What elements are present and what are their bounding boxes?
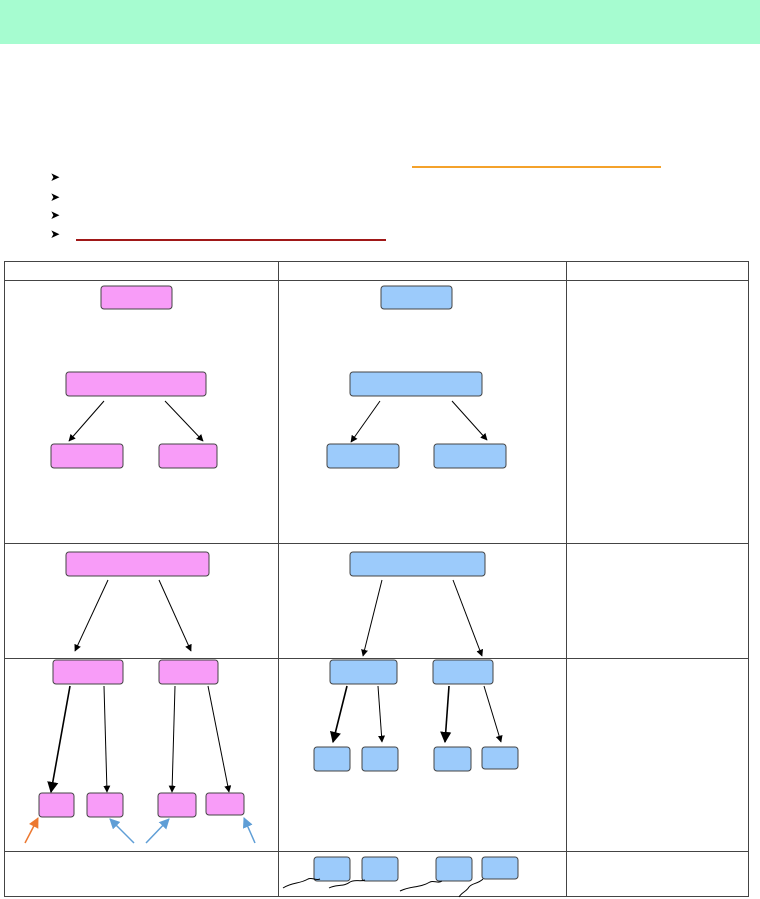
bullet-arrow-icon: ➤ bbox=[50, 190, 61, 204]
table-cell bbox=[278, 658, 567, 852]
table-cell bbox=[278, 280, 567, 544]
table-cell bbox=[278, 851, 567, 897]
bullet-arrow-icon: ➤ bbox=[50, 170, 61, 184]
table-row bbox=[4, 851, 749, 897]
table-header-row bbox=[4, 261, 749, 281]
red-highlight-underline bbox=[76, 239, 386, 241]
header-banner bbox=[0, 0, 760, 44]
table-cell bbox=[278, 543, 567, 659]
table-cell bbox=[566, 851, 749, 897]
header-cell-col1 bbox=[4, 261, 279, 281]
comparison-table bbox=[4, 261, 749, 897]
table-cell bbox=[4, 851, 279, 897]
table-row bbox=[4, 658, 749, 852]
table-cell bbox=[4, 280, 279, 544]
bullet-arrow-icon: ➤ bbox=[50, 227, 61, 241]
table-cell bbox=[4, 543, 279, 659]
bullet-arrow-icon: ➤ bbox=[50, 208, 61, 222]
table-row bbox=[4, 280, 749, 544]
table-cell bbox=[566, 280, 749, 544]
table-row bbox=[4, 543, 749, 659]
table-cell bbox=[566, 658, 749, 852]
orange-highlight-underline bbox=[412, 166, 661, 168]
table-cell bbox=[566, 543, 749, 659]
table-cell bbox=[4, 658, 279, 852]
header-cell-col3 bbox=[566, 261, 749, 281]
header-cell-col2 bbox=[278, 261, 567, 281]
